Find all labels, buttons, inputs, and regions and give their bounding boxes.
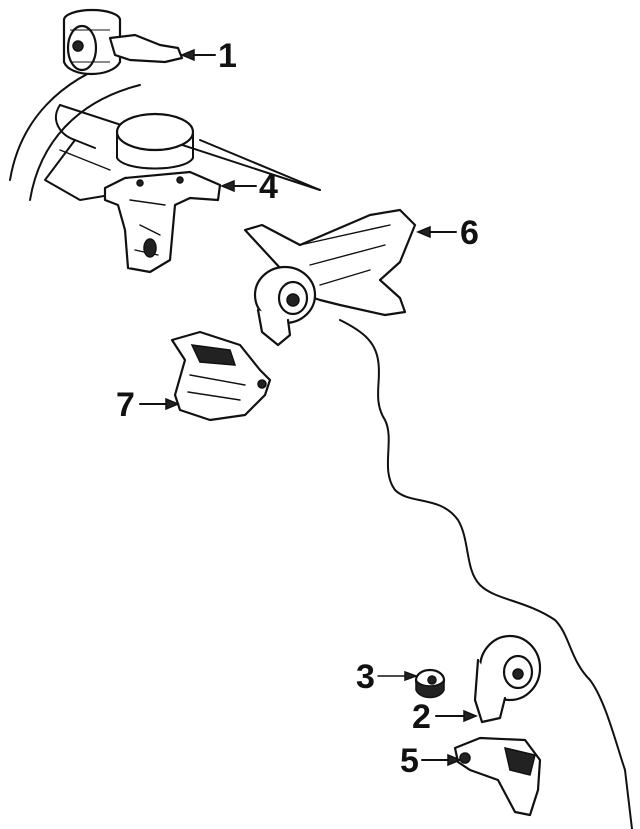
part-3-bushing (414, 668, 446, 699)
engine-block-outline (9, 59, 321, 201)
part-6-mount (243, 208, 417, 347)
callout-7: 7 (116, 386, 135, 424)
callout-1: 1 (218, 37, 237, 75)
callout-3: 3 (356, 658, 375, 696)
part-5-bracket (453, 736, 542, 817)
callout-6: 6 (460, 214, 479, 252)
callout-4: 4 (259, 168, 278, 206)
callout-2: 2 (412, 698, 431, 736)
part-4-bracket (103, 170, 222, 274)
leader-arrows (139, 48, 478, 767)
body-panel-outline (339, 319, 633, 829)
part-1-mount (62, 8, 184, 75)
part-7-insulator (170, 330, 272, 422)
callout-5: 5 (400, 742, 419, 780)
part-2-mount (473, 634, 542, 724)
